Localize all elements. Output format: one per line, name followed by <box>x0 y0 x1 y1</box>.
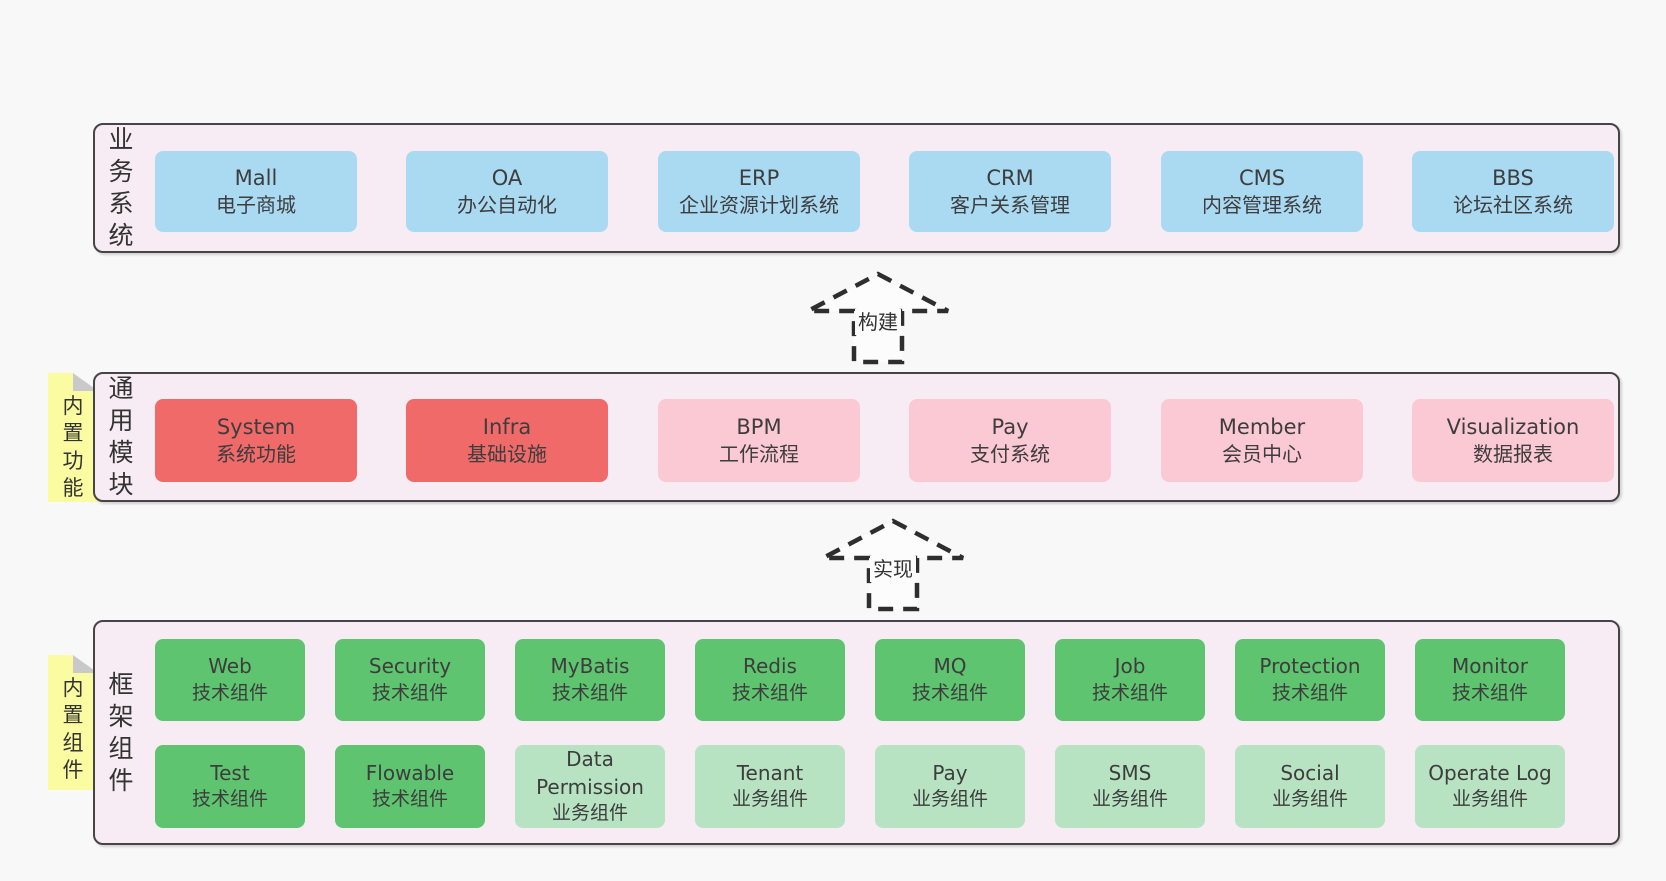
box-desc: 会员中心 <box>1222 442 1302 467</box>
box-name: CMS <box>1238 165 1286 190</box>
box-desc: 技术组件 <box>911 681 988 704</box>
box-desc: 数据报表 <box>1473 442 1553 467</box>
box-name: CRM <box>986 165 1034 190</box>
box-name: SMS <box>1108 760 1152 785</box>
box-desc: 技术组件 <box>1451 681 1528 704</box>
arrow-build-label: 构建 <box>855 309 901 335</box>
box-desc: 技术组件 <box>371 788 448 811</box>
box-name: Protection <box>1259 654 1361 679</box>
box-social: Social 业务组件 <box>1235 745 1385 828</box>
box-name: System <box>216 414 296 439</box>
sticky-note-label: 内置功能 <box>62 394 84 500</box>
box-name: Data Permission <box>536 747 644 799</box>
box-name: Mall <box>234 165 278 190</box>
box-member: Member 会员中心 <box>1161 399 1363 482</box>
box-desc: 技术组件 <box>731 681 808 704</box>
band-label-business-systems: 业务系统 <box>108 125 134 250</box>
box-flowable: Flowable 技术组件 <box>335 745 485 828</box>
box-pay-business: Pay 业务组件 <box>875 745 1025 828</box>
box-desc: 业务组件 <box>551 801 628 824</box>
box-web: Web 技术组件 <box>155 639 305 721</box>
box-name: Tenant <box>736 760 804 785</box>
box-desc: 业务组件 <box>731 788 808 811</box>
box-name: Member <box>1218 414 1306 439</box>
box-name: Security <box>368 654 452 679</box>
box-desc: 技术组件 <box>1271 681 1348 704</box>
box-name: Test <box>210 760 250 785</box>
box-bpm: BPM 工作流程 <box>658 399 860 482</box>
box-desc: 技术组件 <box>371 681 448 704</box>
box-test: Test 技术组件 <box>155 745 305 828</box>
box-desc: 技术组件 <box>191 788 268 811</box>
box-name: BPM <box>736 414 782 439</box>
band-label-common-modules: 通用模块 <box>108 374 134 499</box>
box-desc: 业务组件 <box>911 788 988 811</box>
box-name: Redis <box>743 654 797 679</box>
box-desc: 技术组件 <box>551 681 628 704</box>
box-data-permission: Data Permission 业务组件 <box>515 745 665 828</box>
box-desc: 技术组件 <box>191 681 268 704</box>
box-desc: 工作流程 <box>719 442 799 467</box>
box-security: Security 技术组件 <box>335 639 485 721</box>
box-name: Pay <box>932 760 968 785</box>
box-name: ERP <box>738 165 780 190</box>
box-operate-log: Operate Log 业务组件 <box>1415 745 1565 828</box>
box-name: Operate Log <box>1428 760 1552 785</box>
box-desc: 企业资源计划系统 <box>679 193 839 218</box>
box-desc: 客户关系管理 <box>950 193 1070 218</box>
box-name: MQ <box>933 654 967 679</box>
box-name: BBS <box>1492 165 1534 190</box>
box-name: Visualization <box>1446 414 1580 439</box>
box-job: Job 技术组件 <box>1055 639 1205 721</box>
box-tenant: Tenant 业务组件 <box>695 745 845 828</box>
box-system: System 系统功能 <box>155 399 357 482</box>
box-mybatis: MyBatis 技术组件 <box>515 639 665 721</box>
box-oa: OA 办公自动化 <box>406 151 608 232</box>
box-name: Flowable <box>365 760 455 785</box>
box-desc: 论坛社区系统 <box>1453 193 1573 218</box>
box-desc: 电子商城 <box>216 193 296 218</box>
box-erp: ERP 企业资源计划系统 <box>658 151 860 232</box>
box-name: Monitor <box>1451 654 1529 679</box>
band-label-framework-components: 框架组件 <box>108 669 134 795</box>
sticky-note-builtin-features: 内置功能 <box>48 373 98 502</box>
box-desc: 业务组件 <box>1271 788 1348 811</box>
box-protection: Protection 技术组件 <box>1235 639 1385 721</box>
box-name: Web <box>208 654 252 679</box>
box-name: Infra <box>482 414 532 439</box>
box-desc: 技术组件 <box>1091 681 1168 704</box>
box-pay: Pay 支付系统 <box>909 399 1111 482</box>
box-mall: Mall 电子商城 <box>155 151 357 232</box>
box-desc: 内容管理系统 <box>1202 193 1322 218</box>
box-name: OA <box>491 165 523 190</box>
box-name: Social <box>1280 760 1340 785</box>
box-crm: CRM 客户关系管理 <box>909 151 1111 232</box>
box-desc: 支付系统 <box>970 442 1050 467</box>
box-desc: 办公自动化 <box>457 193 557 218</box>
arrow-implement-label: 实现 <box>870 556 916 582</box>
box-monitor: Monitor 技术组件 <box>1415 639 1565 721</box>
sticky-note-label: 内置组件 <box>62 676 84 782</box>
box-name: Pay <box>991 414 1029 439</box>
box-mq: MQ 技术组件 <box>875 639 1025 721</box>
box-bbs: BBS 论坛社区系统 <box>1412 151 1614 232</box>
box-desc: 业务组件 <box>1451 788 1528 811</box>
box-visualization: Visualization 数据报表 <box>1412 399 1614 482</box>
band-framework-components: 框架组件 Web 技术组件 Security 技术组件 MyBatis 技术组件… <box>93 620 1620 845</box>
box-name: MyBatis <box>550 654 630 679</box>
box-redis: Redis 技术组件 <box>695 639 845 721</box>
box-cms: CMS 内容管理系统 <box>1161 151 1363 232</box>
box-desc: 系统功能 <box>216 442 296 467</box>
box-desc: 基础设施 <box>467 442 547 467</box>
box-infra: Infra 基础设施 <box>406 399 608 482</box>
box-sms: SMS 业务组件 <box>1055 745 1205 828</box>
band-business-systems: 业务系统 Mall 电子商城 OA 办公自动化 ERP 企业资源计划系统 CRM… <box>93 123 1620 253</box>
box-desc: 业务组件 <box>1091 788 1168 811</box>
band-common-modules: 通用模块 System 系统功能 Infra 基础设施 BPM 工作流程 Pay… <box>93 372 1620 502</box>
sticky-note-builtin-components: 内置组件 <box>48 655 98 790</box>
box-name: Job <box>1114 654 1146 679</box>
